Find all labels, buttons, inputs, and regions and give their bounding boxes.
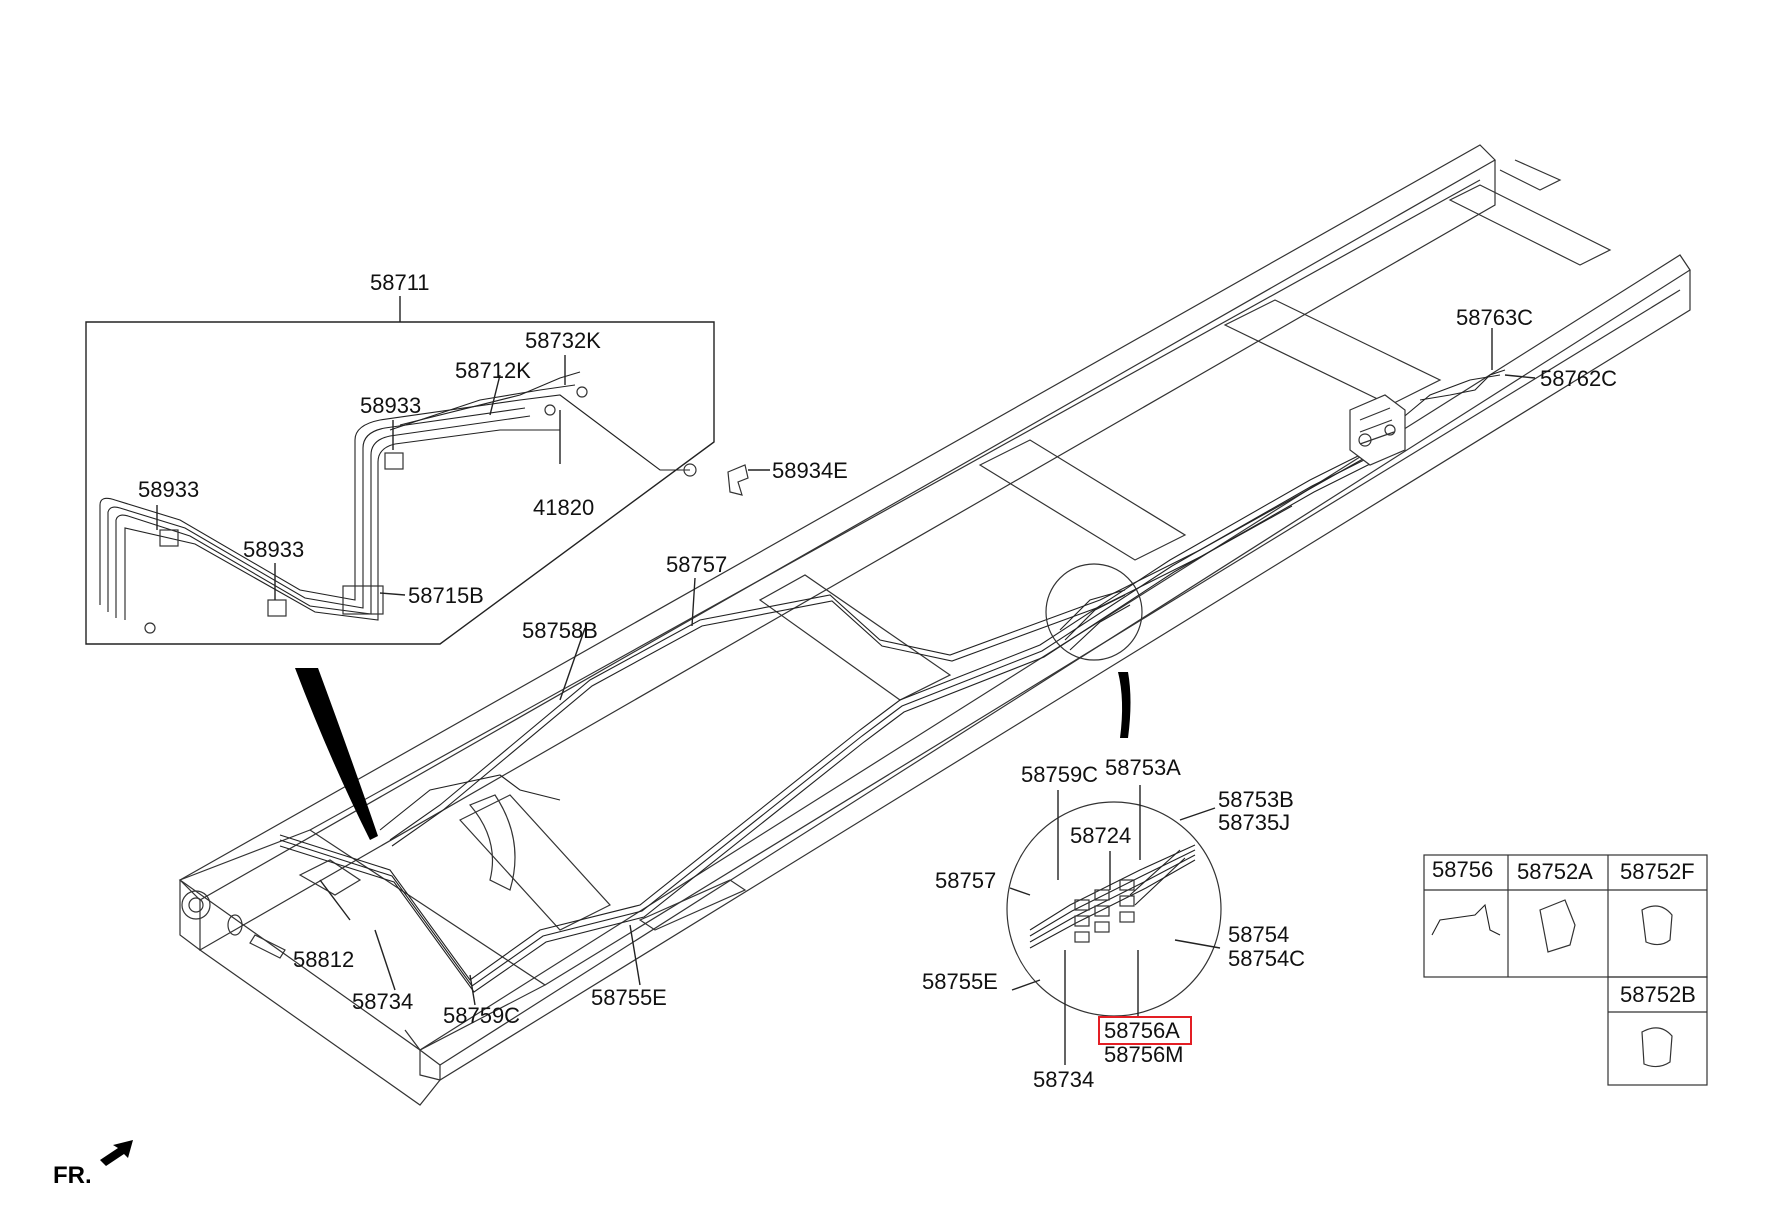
- inset-58711: [85, 296, 715, 645]
- legend-label-58756: 58756: [1432, 857, 1493, 882]
- legend: [1423, 854, 1708, 1086]
- bracket-icon: [1539, 899, 1576, 953]
- brake-pipes: [279, 369, 1506, 993]
- chassis-frame: [178, 144, 1691, 1106]
- label-58754: 58754: [1228, 922, 1289, 947]
- label-58757-b: 58757: [935, 868, 996, 893]
- label-58712K: 58712K: [455, 358, 531, 383]
- label-58757-a: 58757: [666, 552, 727, 577]
- label-58933-a: 58933: [360, 393, 421, 418]
- label-58735J: 58735J: [1218, 810, 1290, 835]
- leader-lines: [156, 328, 1536, 1065]
- legend-label-58752A: 58752A: [1517, 859, 1593, 884]
- label-58711: 58711: [370, 270, 430, 295]
- label-58755E-b: 58755E: [922, 969, 998, 994]
- label-58732K: 58732K: [525, 328, 601, 353]
- label-58755E-a: 58755E: [591, 985, 667, 1010]
- clip-f-icon: [1641, 905, 1673, 946]
- front-arrow-icon: [100, 1140, 133, 1166]
- label-58934E: 58934E: [772, 458, 848, 483]
- clip-58934E: [727, 464, 749, 496]
- callout-arrow-left: [295, 668, 378, 840]
- label-58812: 58812: [293, 947, 354, 972]
- label-58756M: 58756M: [1104, 1042, 1184, 1067]
- label-58753A: 58753A: [1105, 755, 1181, 780]
- detail-circle: [1006, 801, 1222, 1017]
- label-58762C: 58762C: [1540, 366, 1617, 391]
- front-direction-label: FR.: [53, 1162, 92, 1189]
- label-58763C: 58763C: [1456, 305, 1533, 330]
- legend-labels: 58756 58752A 58752F 58752B: [1432, 857, 1696, 1007]
- label-41820: 41820: [533, 495, 594, 520]
- label-58756A: 58756A: [1104, 1018, 1180, 1043]
- label-58758B: 58758B: [522, 618, 598, 643]
- label-58759C-b: 58759C: [1021, 762, 1098, 787]
- label-58759C-a: 58759C: [443, 1003, 520, 1028]
- label-58715B: 58715B: [408, 583, 484, 608]
- label-58933-c: 58933: [243, 537, 304, 562]
- label-58724: 58724: [1070, 823, 1131, 848]
- callout-arrow-right: [1118, 672, 1131, 738]
- label-58933-b: 58933: [138, 477, 199, 502]
- clip-b-icon: [1641, 1027, 1673, 1068]
- legend-label-58752B: 58752B: [1620, 982, 1696, 1007]
- part-labels: 58711 58732K 58712K 58933 58933 58933 41…: [138, 270, 1617, 1092]
- legend-label-58752F: 58752F: [1620, 859, 1695, 884]
- callout-circle: [1045, 563, 1143, 661]
- label-58754C: 58754C: [1228, 946, 1305, 971]
- pipe-icon: [1431, 903, 1501, 936]
- hydraulic-unit: [1349, 394, 1406, 466]
- highlight-58756A: [1098, 1016, 1192, 1045]
- label-58753B: 58753B: [1218, 787, 1294, 812]
- label-58734-a: 58734: [352, 989, 413, 1014]
- label-58734-b: 58734: [1033, 1067, 1094, 1092]
